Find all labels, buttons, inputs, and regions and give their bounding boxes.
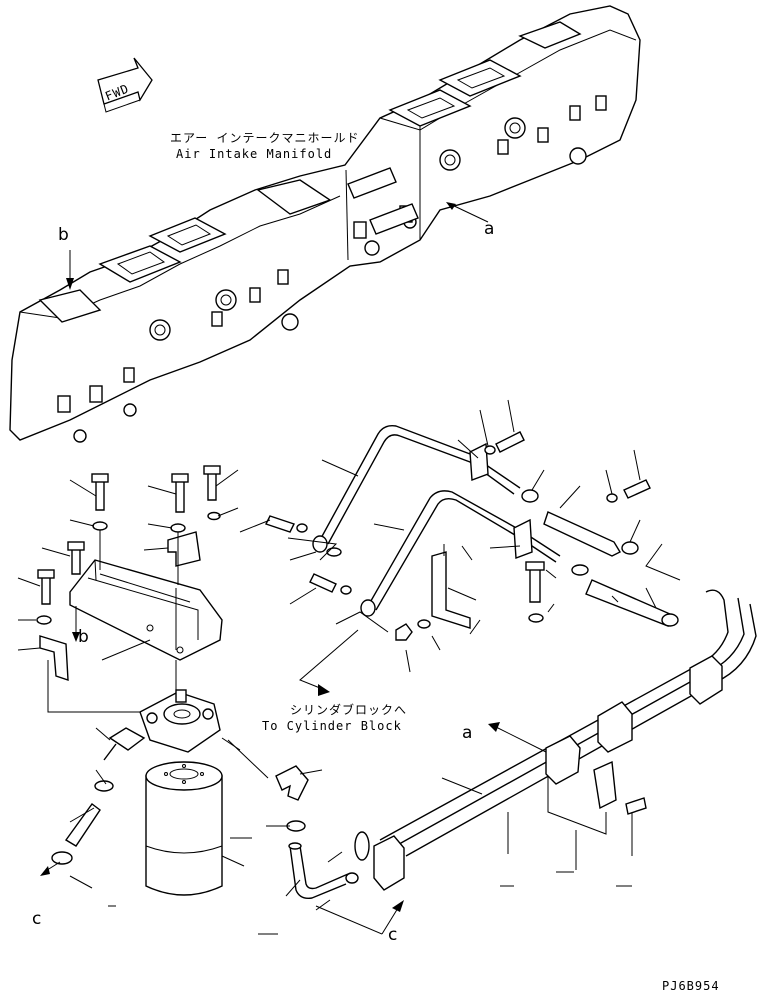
fwd-label: FWD bbox=[103, 81, 131, 103]
ref-a-lower: a bbox=[462, 723, 472, 743]
ref-b-lower: b bbox=[78, 627, 89, 647]
air-intake-manifold bbox=[9, 5, 641, 443]
filter-assembly bbox=[40, 689, 370, 900]
leader-lines bbox=[17, 399, 681, 935]
drawing-code: PJ6B954 bbox=[662, 979, 720, 993]
ref-a-upper: a bbox=[484, 219, 494, 239]
filter-bracket bbox=[36, 465, 223, 713]
air-intake-jp-label: エアー インテークマニホールド bbox=[170, 131, 360, 145]
air-intake-en-label: Air Intake Manifold bbox=[176, 147, 332, 161]
cyl-block-en-label: To Cylinder Block bbox=[262, 719, 402, 733]
ref-b-upper: b bbox=[58, 225, 69, 245]
fwd-arrow: FWD bbox=[97, 57, 153, 113]
oil-piping bbox=[265, 424, 757, 935]
cyl-block-jp-label: シリンダブロックへ bbox=[290, 702, 407, 717]
ref-c-right: c bbox=[388, 925, 397, 945]
ref-c-left: c bbox=[32, 909, 41, 929]
